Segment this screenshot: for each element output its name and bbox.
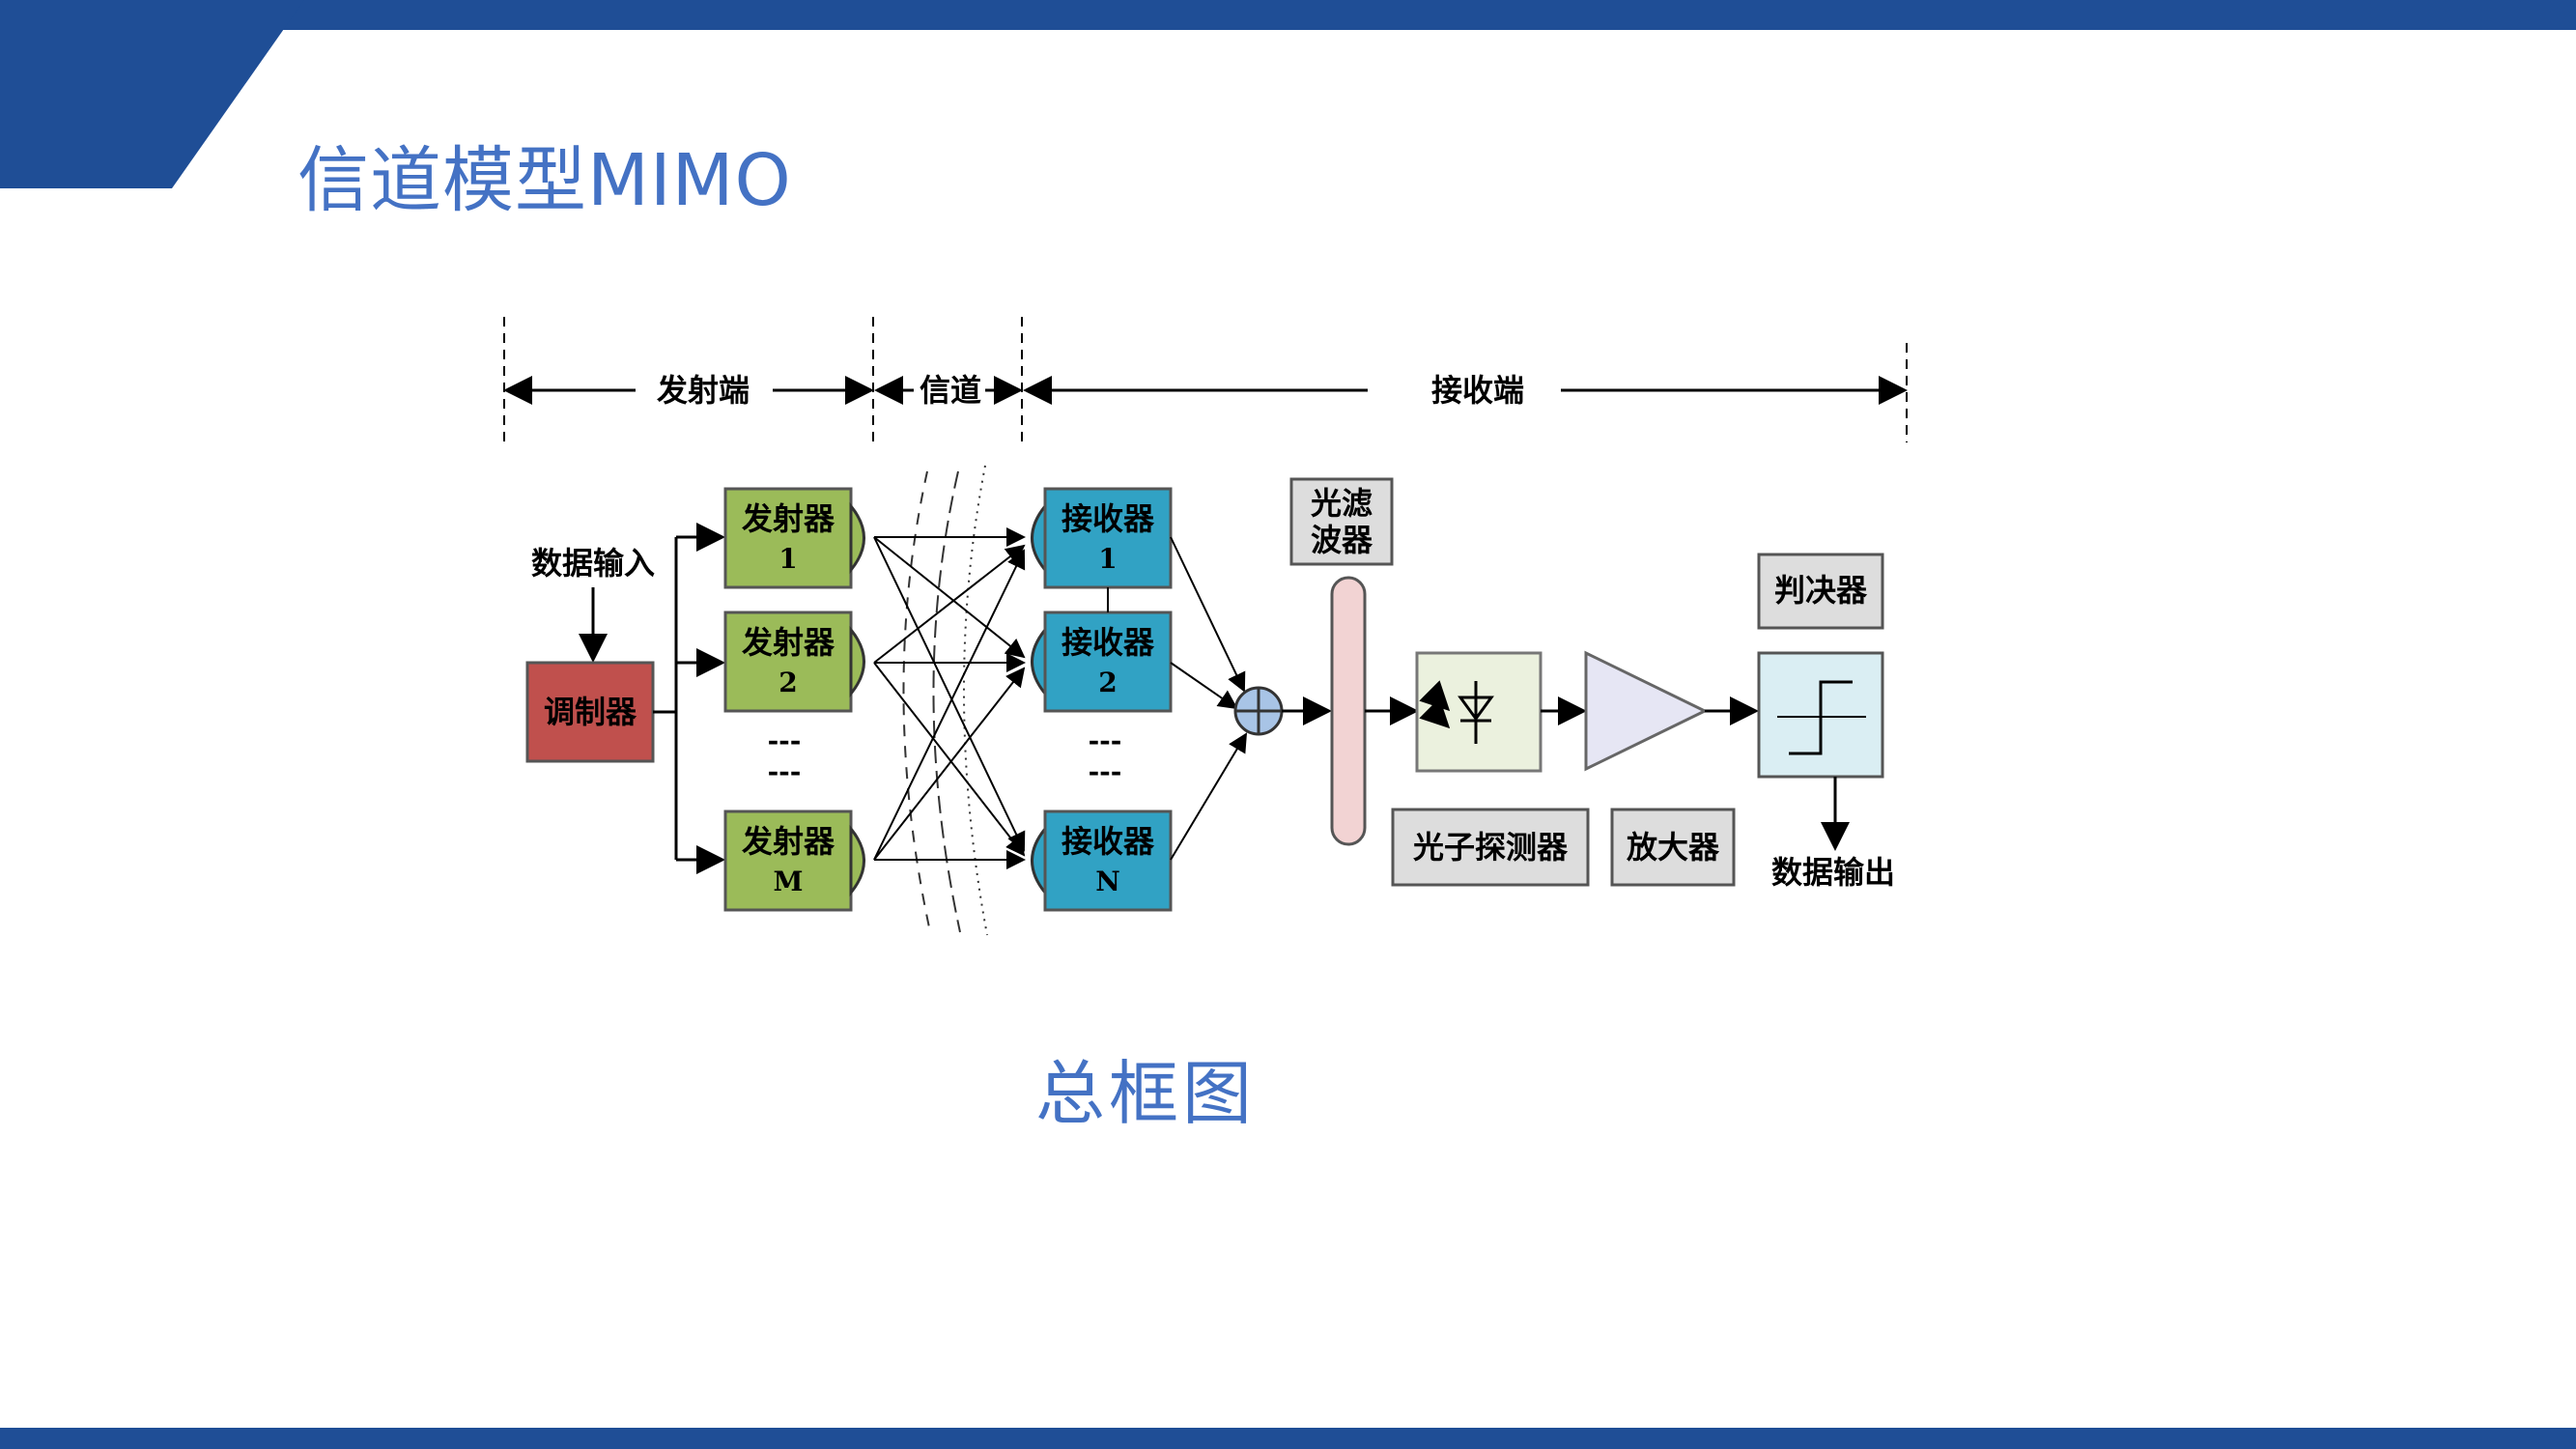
- rxn-index: N: [1095, 866, 1120, 897]
- optical-filter-label-line1: 光滤: [1311, 485, 1373, 522]
- photodetector-label-box: 光子探测器: [1391, 808, 1590, 887]
- rx1-name: 接收器: [1062, 500, 1155, 537]
- rx1-index: 1: [1098, 543, 1117, 575]
- receiver-2: 接收器 2: [1031, 611, 1173, 713]
- tx-ellipsis-1: ---: [768, 724, 802, 756]
- combiner-symbol: [1233, 686, 1284, 736]
- tx1-index: 1: [778, 543, 797, 575]
- modulator-label: 调制器: [544, 694, 637, 730]
- txm-name: 发射器: [742, 823, 835, 860]
- figure-caption: 总框图: [1035, 1053, 1257, 1134]
- decision-block: [1757, 651, 1884, 779]
- decision-label: 判决器: [1774, 572, 1868, 609]
- top-banner-bar: [0, 0, 2576, 30]
- channel-waves: [902, 465, 988, 936]
- optical-filter-block: 光滤 波器: [1289, 477, 1394, 566]
- transmitter-m: 发射器 M: [723, 810, 865, 912]
- corner-accent-shape: [0, 0, 304, 188]
- optical-filter-label-line2: 波器: [1311, 522, 1373, 558]
- data-input-label: 数据输入: [531, 545, 655, 582]
- photodetector-block: [1415, 651, 1543, 773]
- transmitter-1: 发射器 1: [723, 487, 865, 589]
- amplifier-label-box: 放大器: [1610, 808, 1736, 887]
- receiver-1: 接收器 1: [1031, 487, 1173, 589]
- tx1-name: 发射器: [742, 500, 835, 537]
- tx2-index: 2: [778, 667, 797, 698]
- receiver-n: 接收器 N: [1031, 810, 1173, 912]
- bottom-banner-bar: [0, 1428, 2576, 1449]
- photodetector-label: 光子探测器: [1413, 829, 1569, 866]
- amplifier-label: 放大器: [1627, 829, 1720, 866]
- channel-links: [873, 527, 1026, 869]
- amplifier-triangle: [1584, 650, 1709, 772]
- optical-filter-element: [1330, 576, 1367, 846]
- data-output-label: 数据输出: [1771, 854, 1895, 891]
- rx-ellipsis-2: ---: [1089, 755, 1122, 787]
- rx2-index: 2: [1098, 667, 1117, 698]
- slide-title: 信道模型MIMO: [297, 139, 792, 222]
- tx2-name: 发射器: [742, 624, 835, 661]
- rx-section-label: 接收端: [1431, 372, 1524, 409]
- channel-section-label: 信道: [920, 372, 981, 409]
- decision-label-box: 判决器: [1757, 553, 1884, 630]
- tx-section-label: 发射端: [657, 372, 750, 409]
- combiner-inputs: [1170, 536, 1248, 861]
- transmitter-2: 发射器 2: [723, 611, 865, 713]
- modulator-block: 调制器: [525, 661, 655, 763]
- modulator-fanout: [653, 523, 725, 874]
- rx2-name: 接收器: [1062, 624, 1155, 661]
- rx-ellipsis-1: ---: [1089, 724, 1122, 756]
- tx-ellipsis-2: ---: [768, 755, 802, 787]
- txm-index: M: [774, 866, 804, 897]
- rxn-name: 接收器: [1062, 823, 1155, 860]
